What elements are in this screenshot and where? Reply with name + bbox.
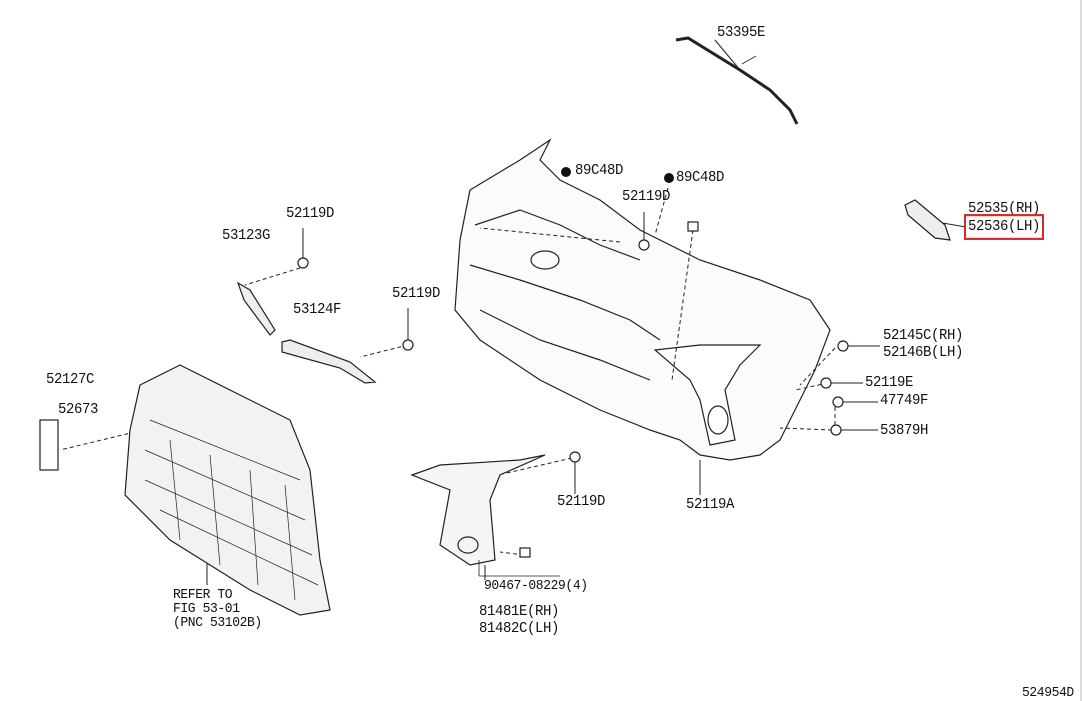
part-label-52119E[interactable]: 52119E bbox=[865, 374, 914, 392]
part-label-53124F[interactable]: 53124F bbox=[293, 301, 342, 319]
marker-dot bbox=[561, 167, 571, 177]
refer-note-line3: (PNC 53102B) bbox=[173, 614, 262, 631]
bumper-cover bbox=[454, 138, 831, 461]
part-label-52119D[interactable]: 52119D bbox=[622, 188, 671, 206]
part-label-47749F[interactable]: 47749F bbox=[880, 392, 929, 410]
fog-lamp-cover bbox=[410, 454, 546, 566]
grille bbox=[124, 364, 331, 616]
part-label-52119D[interactable]: 52119D bbox=[286, 205, 335, 223]
part-label-81481E[interactable]: 81481E(RH) bbox=[479, 603, 560, 621]
figure-id: 524954D bbox=[1022, 684, 1074, 701]
strip-53395E bbox=[675, 36, 799, 125]
part-label-89C48D[interactable]: 89C48D bbox=[676, 169, 725, 187]
part-label-53395E[interactable]: 53395E bbox=[717, 24, 766, 42]
part-label-89C48D[interactable]: 89C48D bbox=[575, 162, 624, 180]
refer-note-line2[interactable]: FIG 53-01 bbox=[173, 600, 240, 617]
part-label-53879H[interactable]: 53879H bbox=[880, 422, 929, 440]
part-label-52119D[interactable]: 52119D bbox=[392, 285, 441, 303]
part-label-52673[interactable]: 52673 bbox=[58, 401, 99, 419]
part-label-52145C[interactable]: 52145C(RH) bbox=[883, 327, 964, 345]
refer-note-line1: REFER TO bbox=[173, 586, 233, 603]
bracket-52536 bbox=[904, 199, 951, 241]
moulding-53124F bbox=[281, 339, 377, 384]
part-label-52535[interactable]: 52535(RH) bbox=[968, 200, 1041, 218]
part-label-52127C[interactable]: 52127C bbox=[46, 371, 95, 389]
part-label-52119D[interactable]: 52119D bbox=[557, 493, 606, 511]
part-label-90467-08229[interactable]: 90467-08229(4) bbox=[484, 577, 588, 594]
part-label-53123G[interactable]: 53123G bbox=[222, 227, 271, 245]
moulding-53123G bbox=[236, 281, 276, 336]
part-label-81482C[interactable]: 81482C(LH) bbox=[479, 620, 560, 638]
part-label-52146B[interactable]: 52146B(LH) bbox=[883, 344, 964, 362]
part-label-52119A[interactable]: 52119A bbox=[686, 496, 735, 514]
part-label-52536-highlighted[interactable]: 52536(LH) bbox=[963, 214, 1045, 240]
marker-dot bbox=[664, 173, 674, 183]
